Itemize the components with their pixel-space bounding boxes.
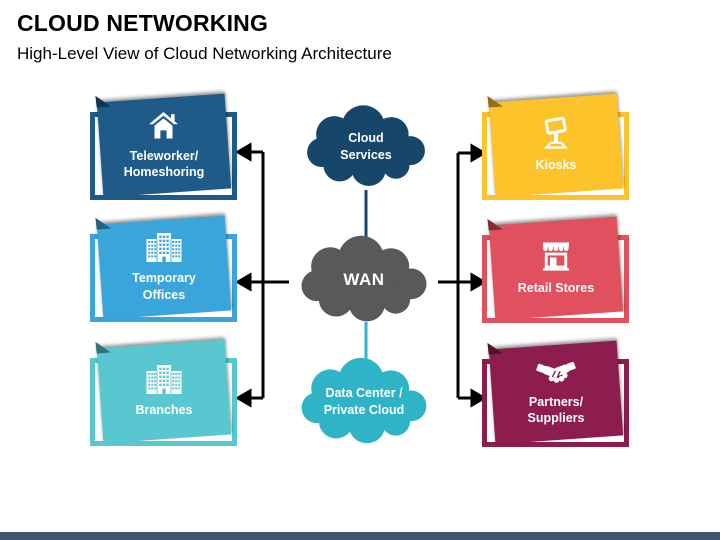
footer-accent-bar [0, 532, 720, 540]
node-kiosks: Kiosks [482, 93, 632, 208]
data-center-label: Data Center / Private Cloud [323, 386, 405, 417]
branch-building-icon [146, 365, 182, 395]
page-subtitle: High-Level View of Cloud Networking Arch… [17, 44, 392, 63]
card-fill: Kiosks [489, 93, 624, 198]
node-teleworker-homeshoring: Teleworker/ Homeshoring [90, 93, 240, 208]
node-retail-stores: Retail Stores [482, 216, 632, 331]
wan-node: WAN [286, 230, 442, 330]
node-branches: Branches [90, 339, 240, 454]
node-label: Partners/ Suppliers [527, 394, 585, 425]
card-fill: Branches [97, 339, 232, 444]
node-label: Kiosks [535, 158, 577, 173]
page-title: CLOUD NETWORKING [17, 10, 269, 36]
card-fill: Retail Stores [489, 216, 624, 321]
handshake-icon [536, 361, 576, 383]
house-icon [149, 111, 178, 139]
card-fill: Teleworker/ Homeshoring [97, 93, 232, 198]
cloud-shape-icon [301, 357, 427, 444]
cloud-services-label: Cloud Services [340, 131, 392, 162]
node-label: Branches [135, 403, 193, 418]
node-label: Teleworker/ Homeshoring [123, 148, 205, 179]
kiosk-icon [544, 117, 568, 149]
node-label: Temporary Offices [132, 271, 196, 302]
cloud-shape-icon [307, 105, 425, 186]
storefront-icon [543, 242, 569, 271]
office-building-icon [146, 233, 182, 263]
node-partners-suppliers: Partners/ Suppliers [482, 340, 632, 455]
node-temporary-offices: Temporary Offices [90, 215, 240, 330]
cloud-services-node: Cloud Services [298, 98, 434, 196]
card-fill: Temporary Offices [97, 215, 232, 320]
card-fill: Partners/ Suppliers [489, 340, 624, 445]
wan-label: WAN [343, 269, 385, 289]
node-label: Retail Stores [517, 280, 595, 295]
cloud-shape-icon [301, 235, 427, 322]
data-center-node: Data Center / Private Cloud [292, 352, 436, 452]
